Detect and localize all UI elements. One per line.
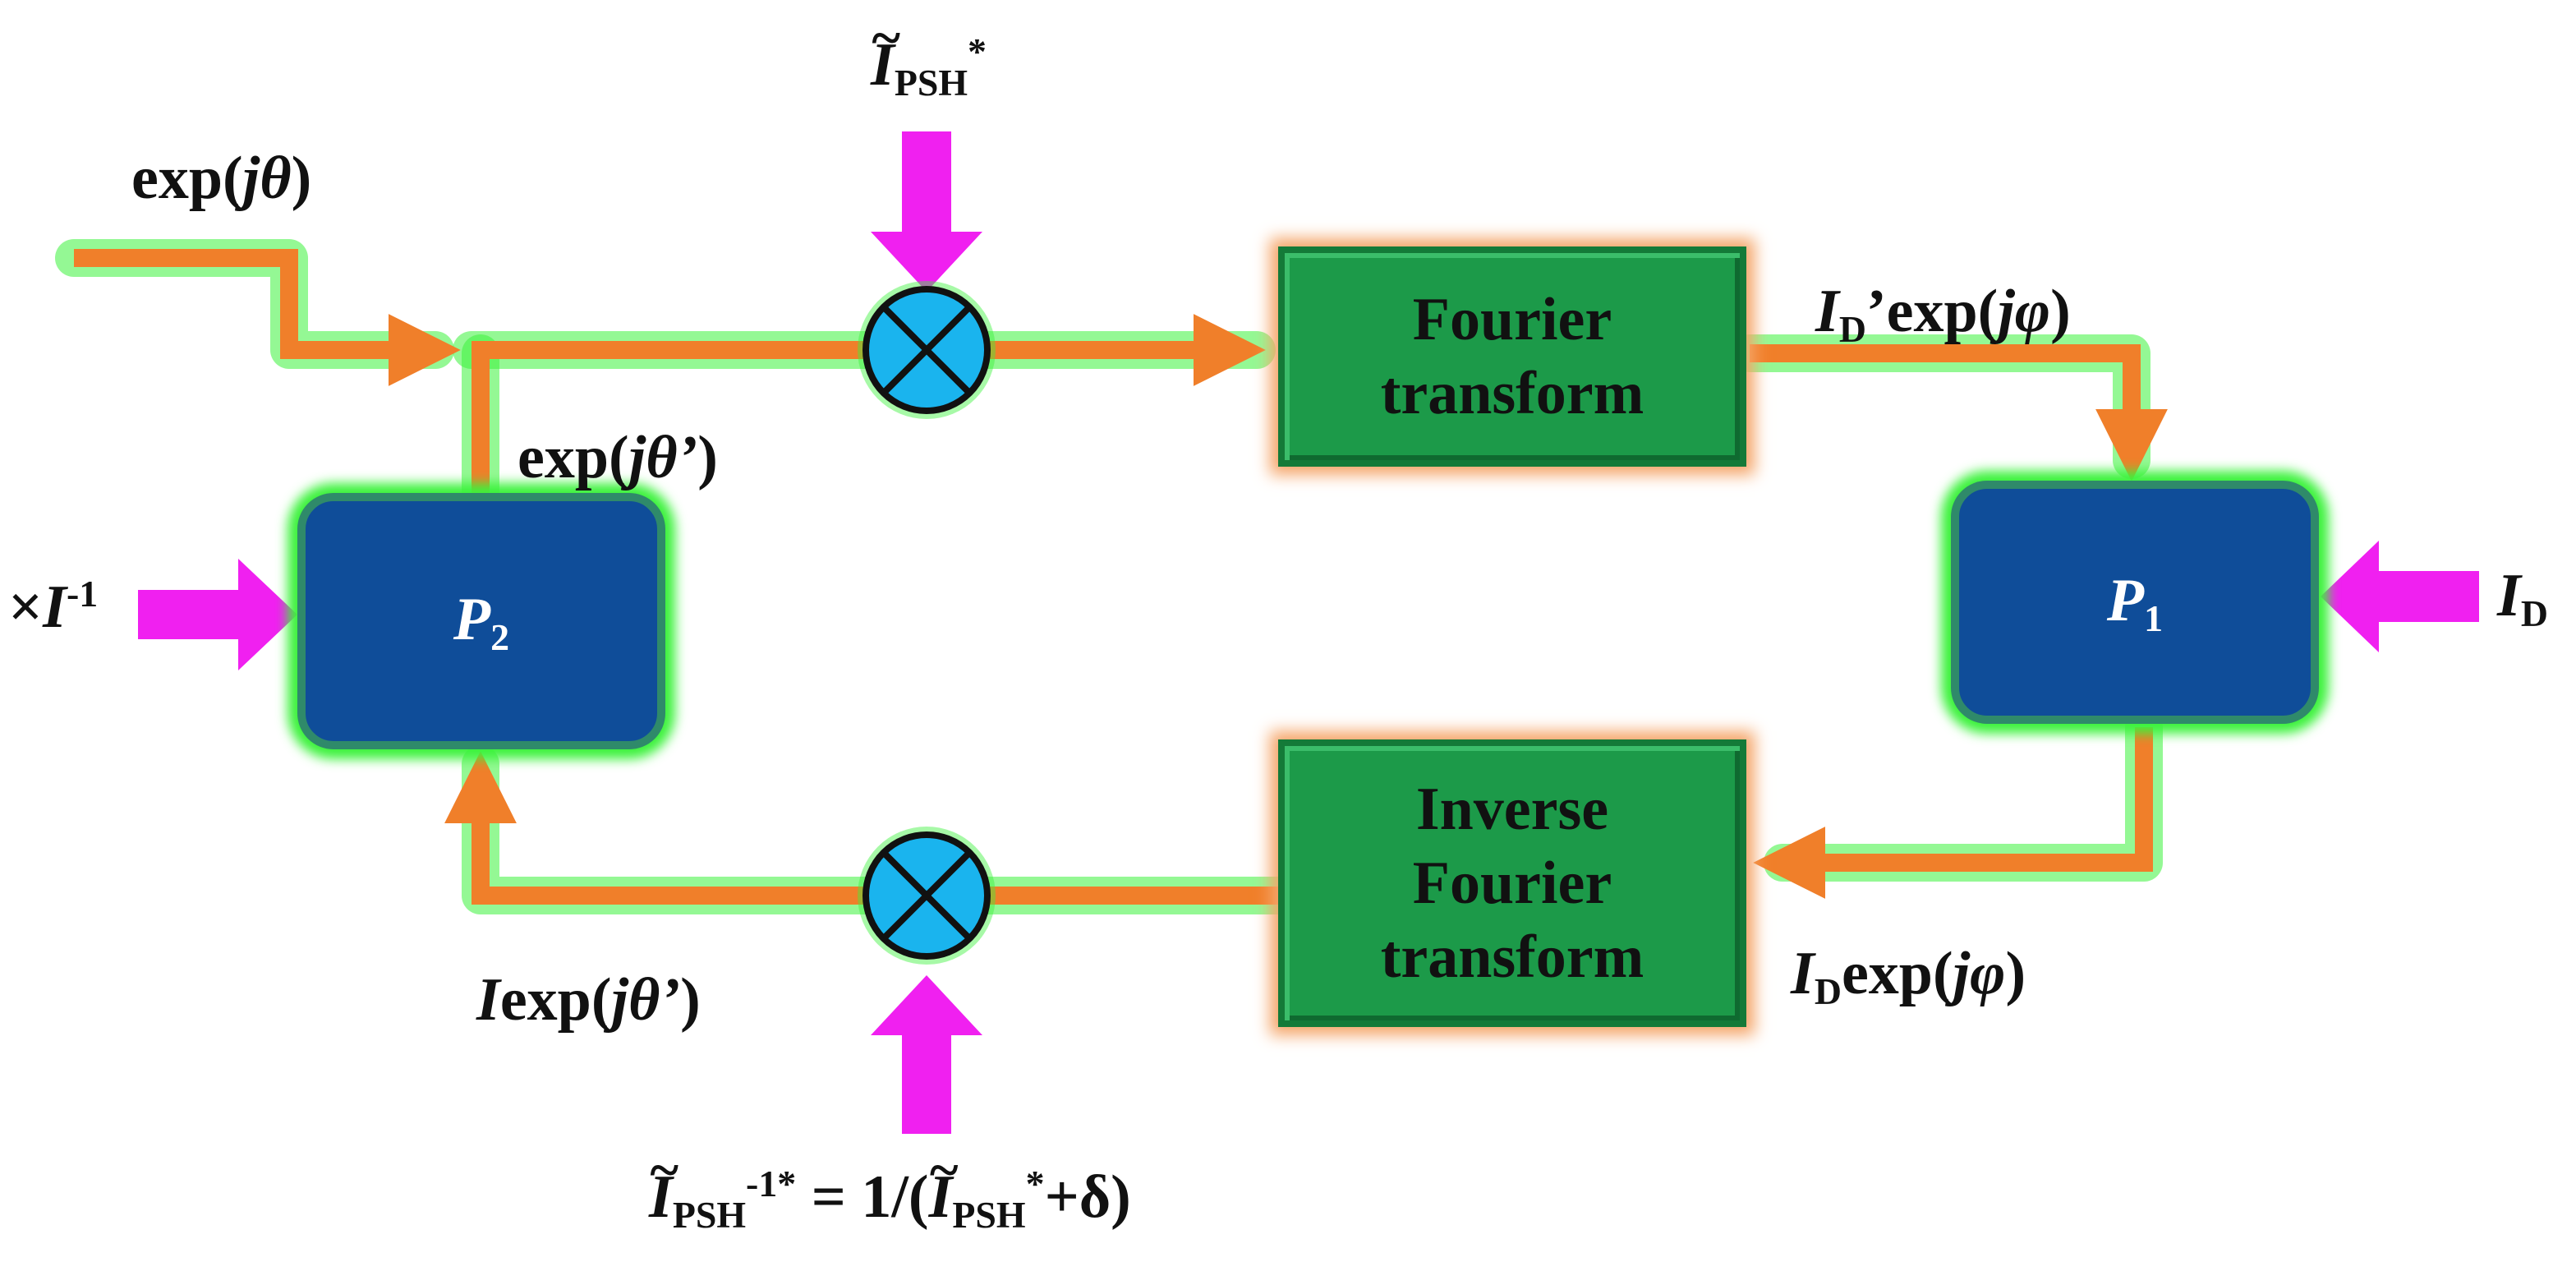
id-right-var: I [2497,562,2521,629]
label-id-right: ID [2497,565,2548,633]
id-right-sub: D [2520,592,2548,634]
label-exp-theta-prime: exp(jθ’) [518,427,718,488]
exp-theta-pre: exp( [131,145,243,212]
id-exp-var2: jφ [1953,940,2006,1007]
exp-theta-prime-post: ) [697,424,718,491]
p1-box: P1 [1951,481,2319,724]
p1-base: P [2106,566,2145,634]
circle-times-icon [858,827,996,965]
fourier-line-2: transform [1380,360,1644,427]
exp-theta-post: ) [291,145,312,212]
exp-theta-var: jθ [242,145,292,212]
inv-i-sup: -1 [66,573,99,615]
p2-base: P [453,585,491,653]
psh-bottom-sub: PSH [672,1194,747,1237]
inverse-line-2: Fourier [1412,849,1612,917]
exp-theta-prime-var: jθ’ [628,424,698,491]
exp-theta-prime-pre: exp( [518,424,629,491]
psh-bottom-sup: -1* [746,1163,797,1204]
id-prime-sub: D [1838,307,1866,350]
flow-lines [74,249,2168,905]
fourier-transform-label: Fourier transform [1381,283,1644,431]
id-prime-post: ) [2050,278,2071,345]
flow-p1-to-inverse [1753,727,2153,899]
flow-fourier-to-p1 [1750,344,2168,481]
psh-bottom-var2: I [929,1144,959,1227]
input-arrow-psh-top [871,131,982,292]
flow-exp-theta-in [74,249,461,386]
i-exp-var2: jθ’ [611,966,681,1034]
input-arrow-id [2321,541,2479,652]
inverse-fourier-transform-label: Inverse Fourier transform [1381,772,1644,995]
p1-sub: 1 [2144,596,2164,639]
id-prime-var2: jφ [1998,278,2051,345]
label-i-exp-theta-prime: Iexp(jθ’) [476,970,701,1030]
label-exp-theta: exp(jθ) [131,148,311,209]
p2-box: P2 [297,493,665,749]
id-exp-var: I [1791,940,1815,1007]
id-exp-post: ) [2005,940,2026,1007]
input-arrow-psh-bottom [871,975,982,1134]
flow-inverse-to-p2 [444,751,1278,905]
id-prime-var: I [1815,278,1839,345]
psh-bottom-post: +δ) [1044,1163,1131,1232]
psh-bottom-mid: = 1/( [796,1163,929,1232]
fourier-line-1: Fourier [1412,285,1612,353]
i-exp-mid: exp( [499,966,612,1034]
input-arrows [138,131,2479,1134]
circle-times-icon [858,281,996,419]
input-arrow-inv-i [138,559,297,670]
label-id-exp-phi: IDexp(jφ) [1791,943,2026,1011]
label-id-prime-exp-phi: ID’exp(jφ) [1815,281,2071,348]
label-psh-top: IPSH* [871,12,987,104]
psh-top-sub: PSH [894,62,968,104]
inverse-line-1: Inverse [1415,775,1609,843]
psh-top-var: I [871,12,900,95]
inv-i-var: I [43,573,67,642]
i-exp-var: I [476,966,500,1034]
fourier-transform-box: Fourier transform [1278,246,1746,467]
p2-sub: 2 [490,615,510,658]
inverse-line-3: transform [1380,923,1644,992]
label-inverse-i: ×I-1 [8,575,98,638]
id-prime-mid: ’exp( [1865,278,1999,345]
psh-bottom-var: I [649,1144,678,1227]
id-exp-sub: D [1814,970,1842,1012]
psh-top-sup: * [968,30,987,72]
p2-label: P2 [453,583,509,661]
id-exp-mid: exp( [1841,940,1953,1007]
psh-bottom-sup2: * [1025,1163,1045,1204]
i-exp-post: ) [680,966,701,1034]
inv-i-pre: × [8,573,44,642]
inverse-fourier-transform-box: Inverse Fourier transform [1278,739,1746,1027]
p1-label: P1 [2107,564,2163,642]
label-psh-bottom-equation: IPSH-1* = 1/(IPSH*+δ) [649,1144,1131,1237]
psh-bottom-sub2: PSH [952,1194,1026,1237]
